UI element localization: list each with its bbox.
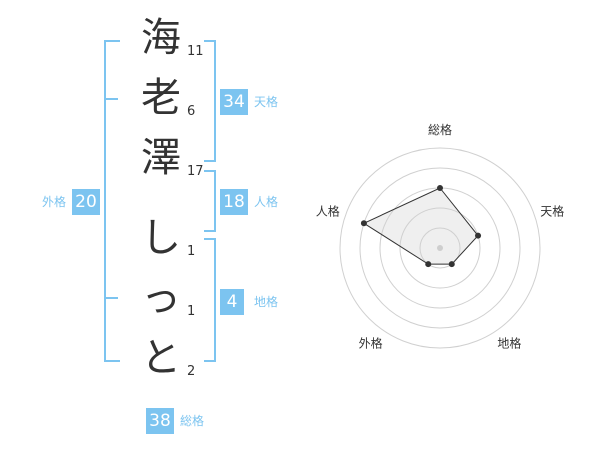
gaikaku-bracket xyxy=(104,40,120,362)
gaikaku-bracket-tick-2 xyxy=(104,297,118,299)
gaikaku-value: 20 xyxy=(72,189,100,215)
radar-point-4 xyxy=(425,261,432,268)
jinkaku-bracket xyxy=(204,170,216,232)
radar-grid-ring-4 xyxy=(359,167,521,329)
soukaku-value: 38 xyxy=(146,408,174,434)
radar-axis-label-4: 外格 xyxy=(359,335,383,350)
stroke-count-2: 6 xyxy=(187,104,196,119)
chikaku-value: 4 xyxy=(220,289,244,315)
stroke-count-6: 2 xyxy=(187,364,196,379)
radar-grid-ring-2 xyxy=(399,207,481,289)
radar-point-3 xyxy=(448,261,455,268)
radar-point-1 xyxy=(437,185,443,191)
radar-point-5 xyxy=(360,220,367,227)
stroke-count-5: 1 xyxy=(187,304,196,319)
radar-series-polygon xyxy=(362,187,479,265)
name-char-2: 老 xyxy=(141,75,181,121)
name-char-1: 海 xyxy=(141,15,181,61)
gaikaku-label: 外格 xyxy=(42,195,67,209)
radar-center-dot xyxy=(437,245,443,251)
name-char-5: っ xyxy=(141,275,181,321)
gaikaku-bracket-tick-1 xyxy=(104,98,118,100)
radar-grid-ring-5 xyxy=(339,147,541,349)
tenkaku-bracket xyxy=(204,40,216,162)
soukaku-label: 総格 xyxy=(180,414,205,428)
jinkaku-value: 18 xyxy=(220,189,248,215)
radar-axis-label-2: 天格 xyxy=(540,204,564,219)
stroke-count-1: 11 xyxy=(187,44,204,59)
chikaku-bracket xyxy=(204,238,216,362)
stroke-count-4: 1 xyxy=(187,244,196,259)
radar-axis-label-5: 人格 xyxy=(316,204,340,219)
name-char-4: し xyxy=(141,215,181,261)
radar-point-2 xyxy=(475,232,482,239)
tenkaku-label: 天格 xyxy=(254,95,279,109)
radar-axis-label-3: 地格 xyxy=(497,335,521,350)
chikaku-label: 地格 xyxy=(254,295,279,309)
stroke-count-3: 17 xyxy=(187,164,204,179)
name-char-3: 澤 xyxy=(141,135,181,181)
name-char-6: と xyxy=(141,335,181,381)
radar-axis-label-1: 総格 xyxy=(428,122,452,137)
tenkaku-value: 34 xyxy=(220,89,248,115)
jinkaku-label: 人格 xyxy=(254,195,279,209)
radar-grid-ring-1 xyxy=(419,227,461,269)
